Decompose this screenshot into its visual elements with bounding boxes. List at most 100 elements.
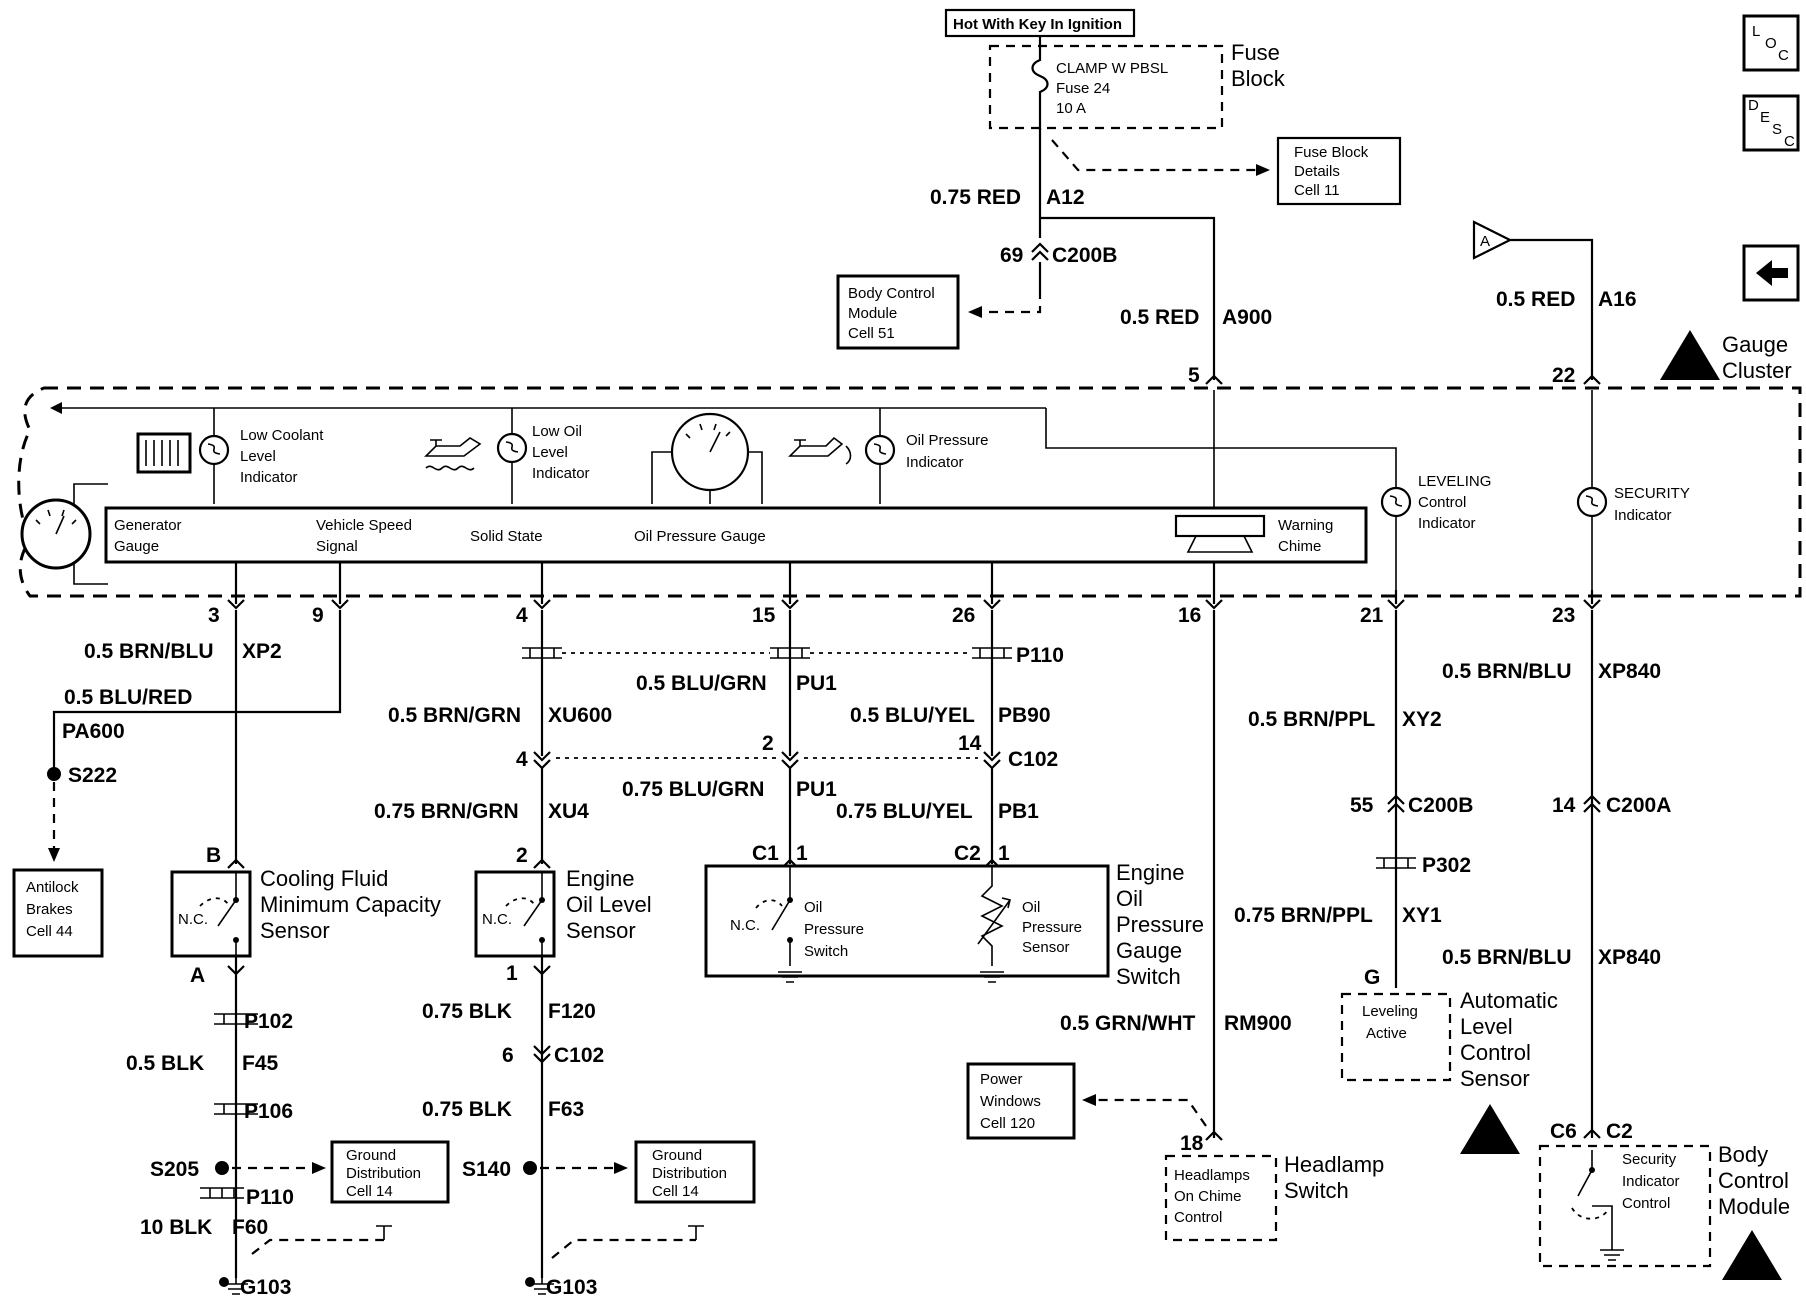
gnd-a-text-1: Ground <box>346 1147 396 1164</box>
wire-f120-id: F120 <box>548 1000 596 1023</box>
loc-letter-l: L <box>1752 23 1760 40</box>
bcm-cell51-ref[interactable]: Body Control Module Cell 51 <box>836 274 960 350</box>
gauge-cluster-title-2: Cluster <box>1722 358 1792 383</box>
connector-p106 <box>214 1103 258 1115</box>
alc-title-1: Automatic <box>1460 988 1558 1013</box>
wire-pa600-id: PA600 <box>62 720 125 743</box>
wire-pu1b-gauge: 0.75 BLU/GRN <box>622 778 764 801</box>
ground-dist-ref-b[interactable]: Ground Distribution Cell 14 <box>634 1140 756 1204</box>
pin-c6: C6 <box>1550 1120 1577 1143</box>
low-oil-text-3: Indicator <box>532 465 590 482</box>
power-windows-ref[interactable]: Power Windows Cell 120 <box>966 1062 1076 1140</box>
oil-level-title-1: Engine <box>566 866 635 891</box>
c102-left-pin: 4 <box>516 748 528 771</box>
fuse-block-title-2: Block <box>1231 66 1286 91</box>
bcm-ref-text-3: Cell 51 <box>848 325 895 342</box>
connector-c102-left <box>522 647 562 659</box>
pin-1: 1 <box>506 962 518 985</box>
fuse-name: CLAMP W PBSL <box>1056 60 1168 77</box>
bcm-title-2: Control <box>1718 1168 1789 1193</box>
wire-f63-id: F63 <box>548 1098 584 1121</box>
gauge-cluster: Low Coolant Level Indicator Low Oil Leve… <box>17 386 1802 598</box>
p110-low-label: P110 <box>246 1186 294 1209</box>
leveling-active-text-1: Leveling <box>1362 1003 1418 1020</box>
wire-xu600-gauge: 0.5 BRN/GRN <box>388 704 521 727</box>
esd-warning-icon <box>1660 330 1720 380</box>
c200b-top-label: C200B <box>1052 244 1117 267</box>
leveling-text-3: Indicator <box>1418 515 1476 532</box>
engine-oil-pressure-gauge-switch: N.C. Oil Pressure Switch Oil Pressure Se… <box>704 864 1110 983</box>
vss-text-2: Signal <box>316 538 358 555</box>
pin-2: 2 <box>516 844 528 867</box>
splice-s222 <box>47 767 61 781</box>
p302-label: P302 <box>1422 854 1471 877</box>
oil-switch-text-2: Pressure <box>804 921 864 938</box>
wire-pu1a-id: PU1 <box>796 672 837 695</box>
oil-sensor-text-1: Oil <box>1022 899 1040 916</box>
fuse-block-details-text-1: Fuse Block <box>1294 144 1369 161</box>
oil-level-title-2: Oil Level <box>566 892 652 917</box>
desc-button[interactable]: D E S C <box>1742 94 1800 152</box>
wire-xy1-gauge: 0.75 BRN/PPL <box>1234 904 1373 927</box>
connector-p110-top-left <box>770 647 810 659</box>
wire-xp840b-gauge: 0.5 BRN/BLU <box>1442 946 1572 969</box>
low-oil-text-1: Low Oil <box>532 423 582 440</box>
pin-b: B <box>206 844 221 867</box>
a-marker-text: A <box>1480 233 1490 250</box>
sec-ind-ctrl-text-3: Control <box>1622 1195 1670 1212</box>
alc-title-4: Sensor <box>1460 1066 1530 1091</box>
wire-a16-id: A16 <box>1598 288 1637 311</box>
hot-with-key-text: Hot With Key In Ignition <box>953 16 1122 33</box>
wire-xp840a-id: XP840 <box>1598 660 1661 683</box>
ground-g103-a <box>219 1277 248 1295</box>
security-text-2: Indicator <box>1614 507 1672 524</box>
fuse-block-details-ref[interactable]: Fuse Block Details Cell 11 <box>1276 136 1402 206</box>
leveling-text-1: LEVELING <box>1418 473 1491 490</box>
wire-a16-gauge: 0.5 RED <box>1496 288 1575 311</box>
power-windows-text-2: Windows <box>980 1093 1041 1110</box>
pin-15: 15 <box>752 604 776 627</box>
wire-xu4-id: XU4 <box>548 800 589 823</box>
wire-xu4-gauge: 0.75 BRN/GRN <box>374 800 519 823</box>
wire-pu1b-id: PU1 <box>796 778 837 801</box>
gnd-a-text-3: Cell 14 <box>346 1183 393 1200</box>
gnd-b-text-3: Cell 14 <box>652 1183 699 1200</box>
ground-dist-ref-a[interactable]: Ground Distribution Cell 14 <box>330 1140 450 1204</box>
back-arrow-button[interactable] <box>1742 244 1800 302</box>
eopgs-title-5: Switch <box>1116 964 1181 989</box>
body-control-module: Security Indicator Control <box>1538 1144 1712 1268</box>
connector-p110-top <box>972 647 1012 659</box>
oil-can-icon-pressure <box>788 436 852 465</box>
c200a-label: C200A <box>1606 794 1671 817</box>
wire-a12-gauge: 0.75 RED <box>930 186 1021 209</box>
antilock-brakes-ref[interactable]: Antilock Brakes Cell 44 <box>12 868 104 958</box>
headlamp-switch-title-1: Headlamp <box>1284 1152 1384 1177</box>
oil-sensor-text-2: Pressure <box>1022 919 1082 936</box>
sec-ind-ctrl-text-1: Security <box>1622 1151 1677 1168</box>
s205-label: S205 <box>150 1158 199 1181</box>
antilock-text-1: Antilock <box>26 879 79 896</box>
desc-letter-s: S <box>1772 121 1782 138</box>
bcm-ref-text-1: Body Control <box>848 285 935 302</box>
radiator-icon <box>136 432 192 474</box>
splice-s140 <box>523 1161 537 1175</box>
oil-level-nc-text: N.C. <box>482 911 512 928</box>
wire-pb1-gauge: 0.75 BLU/YEL <box>836 800 973 823</box>
cooling-title-1: Cooling Fluid <box>260 866 388 891</box>
c200b-right-pin: 55 <box>1350 794 1374 817</box>
wire-f120-gauge: 0.75 BLK <box>422 1000 512 1023</box>
esd-warning-icon-bcm <box>1722 1230 1782 1280</box>
chime-text-1: Warning <box>1278 517 1333 534</box>
chime-text-2: Chime <box>1278 538 1321 555</box>
pin-c2b: C2 <box>1606 1120 1633 1143</box>
headlamp-switch-title-2: Switch <box>1284 1178 1349 1203</box>
fuse-number: Fuse 24 <box>1056 80 1110 97</box>
pin-c1-1: 1 <box>796 842 808 865</box>
desc-letter-d: D <box>1748 97 1759 114</box>
loc-button[interactable]: L O C <box>1742 14 1800 72</box>
generator-text-2: Gauge <box>114 538 159 555</box>
antilock-text-2: Brakes <box>26 901 73 918</box>
ground-g103-b <box>525 1277 554 1295</box>
wire-f63-gauge: 0.75 BLK <box>422 1098 512 1121</box>
wire-a900-id: A900 <box>1222 306 1272 329</box>
